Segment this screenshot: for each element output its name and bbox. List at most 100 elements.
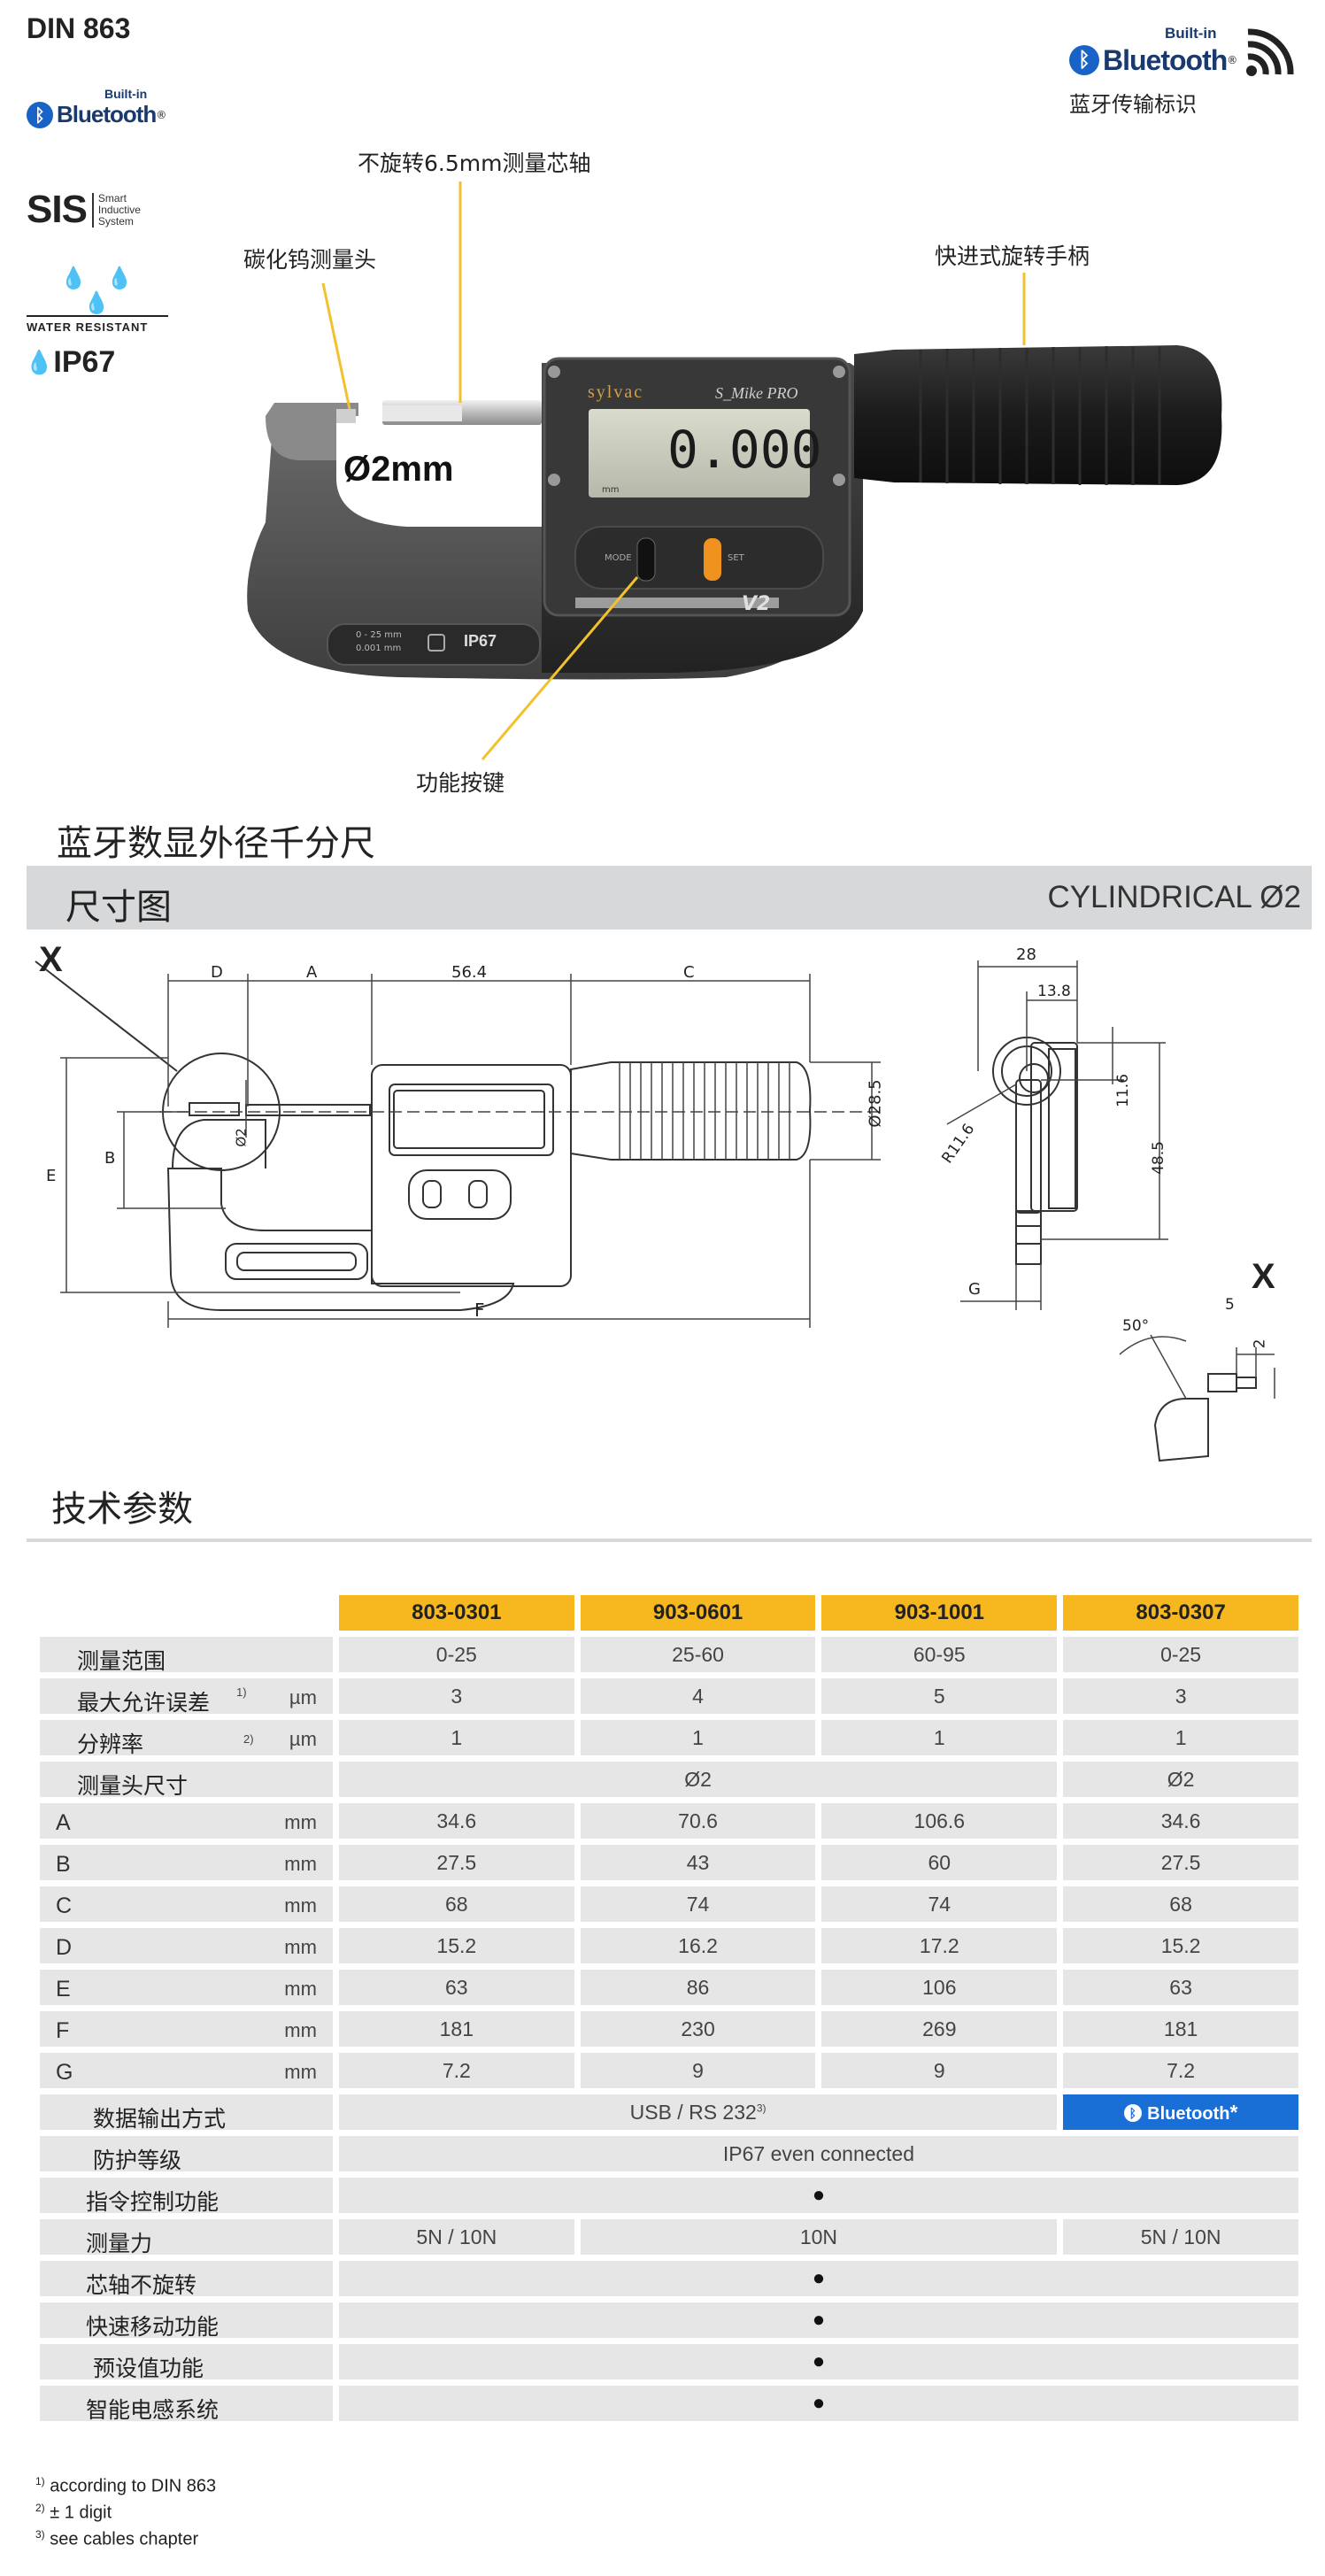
callout-handle: 快进式旋转手柄 bbox=[935, 243, 1090, 269]
sis-sub-3: System bbox=[97, 214, 134, 228]
bluetooth-right-word: Bluetooth bbox=[1103, 43, 1228, 76]
mode-button bbox=[636, 537, 656, 582]
row-unit: mm bbox=[284, 1811, 317, 1833]
table-cell: 9 bbox=[580, 2053, 816, 2088]
bluetooth-badge-right: Built-in ᛒ Bluetooth ® 蓝牙传输标识 bbox=[1069, 25, 1296, 118]
table-cell: 34.6 bbox=[1063, 1803, 1298, 1839]
footnote-num: 3) bbox=[35, 2528, 45, 2541]
table-cell: 10N bbox=[580, 2219, 1058, 2255]
dim-b: B bbox=[104, 1149, 116, 1168]
table-cell: 60-95 bbox=[821, 1637, 1058, 1672]
table-cell: 230 bbox=[580, 2011, 816, 2047]
table-cell: 34.6 bbox=[338, 1803, 574, 1839]
tech-divider bbox=[27, 1539, 1312, 1542]
row-label: F bbox=[56, 2018, 70, 2043]
table-row: 测量力 5N / 10N 10N 5N / 10N bbox=[40, 2219, 1298, 2256]
product-name: 蓝牙数显外径千分尺 bbox=[57, 823, 375, 864]
table-cell: 63 bbox=[338, 1970, 574, 2005]
table-cell: 70.6 bbox=[580, 1803, 816, 1839]
ip67-text: IP67 bbox=[53, 345, 116, 379]
lcd-unit: mm bbox=[602, 485, 620, 495]
row-label: C bbox=[56, 1893, 73, 1918]
handle bbox=[854, 345, 1222, 485]
sis-badge: SIS Smart Inductive System bbox=[27, 188, 141, 232]
footnote-ref: 1) bbox=[236, 1685, 247, 1699]
row-unit: µm bbox=[289, 1686, 317, 1708]
callout-tip: 碳化钨测量头 bbox=[243, 247, 377, 273]
spec-table: 803-0301 903-0601 903-1001 803-0307 测量范围… bbox=[34, 1589, 1305, 2427]
row-label: 快速移动功能 bbox=[86, 2314, 220, 2340]
dimension-header-bar: 尺寸图 CYLINDRICAL Ø2 bbox=[27, 866, 1312, 929]
shape-title: CYLINDRICAL Ø2 bbox=[1047, 880, 1301, 914]
tech-title: 技术参数 bbox=[51, 1489, 193, 1530]
footnote-3: 3) see cables chapter bbox=[35, 2528, 198, 2550]
table-cell: 1 bbox=[580, 1720, 816, 1755]
table-row: 测量头尺寸 Ø2 Ø2 bbox=[40, 1762, 1298, 1799]
row-unit: mm bbox=[284, 2019, 317, 2041]
row-label: 测量力 bbox=[86, 2231, 153, 2256]
table-cell: 7.2 bbox=[338, 2053, 574, 2088]
row-unit: mm bbox=[284, 1894, 317, 1917]
table-row: 数据输出方式 USB / RS 2323) ᛒ Bluetooth* bbox=[40, 2094, 1298, 2132]
footnote-text: according to DIN 863 bbox=[50, 2476, 217, 2496]
table-cell: Ø2 bbox=[338, 1762, 1058, 1797]
table-row: 最大允许误差 1) µm 3 4 5 3 bbox=[40, 1678, 1298, 1716]
table-cell: 1 bbox=[338, 1720, 574, 1755]
table-cell: 5N / 10N bbox=[1063, 2219, 1298, 2255]
sis-logo-text: SIS bbox=[27, 188, 88, 231]
set-label: SET bbox=[728, 553, 744, 563]
dim-a: A bbox=[306, 963, 318, 982]
mode-label: MODE bbox=[605, 553, 632, 563]
dim-d: D bbox=[211, 963, 223, 982]
row-label: 智能电感系统 bbox=[86, 2397, 220, 2423]
drop-icon: 💧 bbox=[25, 349, 54, 376]
feature-dot: ● bbox=[812, 2391, 826, 2415]
sis-sub-2: Inductive bbox=[97, 203, 141, 216]
table-cell: 269 bbox=[821, 2011, 1058, 2047]
row-label: 最大允许误差 bbox=[77, 1690, 211, 1716]
bluetooth-cell-text: Bluetooth bbox=[1147, 2103, 1230, 2124]
dim-c: C bbox=[683, 963, 695, 982]
detail-dia: 2 bbox=[1251, 1338, 1269, 1349]
dim-e: E bbox=[46, 1167, 57, 1185]
micrometer-photo bbox=[247, 181, 1222, 760]
feature-dot: ● bbox=[812, 2308, 826, 2332]
table-cell: 15.2 bbox=[338, 1928, 574, 1963]
body-ip67: IP67 bbox=[464, 632, 497, 650]
row-label: 分辨率 bbox=[77, 1731, 144, 1757]
footnote-2: 2) ± 1 digit bbox=[35, 2502, 112, 2524]
lcd-screen bbox=[589, 409, 810, 497]
table-cell: 63 bbox=[1063, 1970, 1298, 2005]
table-cell: 16.2 bbox=[580, 1928, 816, 1963]
bluetooth-right-icon: ᛒ bbox=[1069, 45, 1099, 75]
bluetooth-badge-left: Built-in ᛒ Bluetooth ® bbox=[27, 87, 166, 128]
drawing-x-mark: X bbox=[39, 940, 63, 979]
table-cell: 181 bbox=[338, 2011, 574, 2047]
table-row: 测量范围 0-25 25-60 60-95 0-25 bbox=[40, 1637, 1298, 1674]
ip67-badge: 💧 IP67 bbox=[25, 345, 115, 380]
row-label: 芯轴不旋转 bbox=[86, 2272, 197, 2298]
row-label: 预设值功能 bbox=[93, 2356, 204, 2381]
bluetooth-caption: 蓝牙传输标识 bbox=[1069, 92, 1197, 117]
row-unit: µm bbox=[289, 1728, 317, 1750]
table-cell: 3 bbox=[1063, 1678, 1298, 1714]
detail-x-mark: X bbox=[1252, 1257, 1275, 1296]
model-header: 803-0301 bbox=[338, 1595, 574, 1631]
table-cell: 9 bbox=[821, 2053, 1058, 2088]
bluetooth-cell-star: * bbox=[1229, 2100, 1238, 2124]
footnote-1: 1) according to DIN 863 bbox=[35, 2475, 216, 2497]
table-row: 快速移动功能 ● bbox=[40, 2302, 1298, 2340]
bluetooth-cell: ᛒ Bluetooth* bbox=[1063, 2094, 1298, 2130]
table-cell: 17.2 bbox=[821, 1928, 1058, 1963]
water-drops-icon: 💧💧💧 bbox=[60, 266, 152, 315]
row-label: 测量范围 bbox=[77, 1648, 166, 1674]
detail-angle: 50° bbox=[1122, 1317, 1150, 1335]
table-row: 指令控制功能 ● bbox=[40, 2178, 1298, 2215]
water-resistant-text: WATER RESISTANT bbox=[27, 315, 168, 334]
callout-spindle: 不旋转6.5mm测量芯轴 bbox=[358, 150, 591, 176]
table-cell: 15.2 bbox=[1063, 1928, 1298, 1963]
brand-logo: sylvac bbox=[588, 382, 644, 402]
lcd-reading: 0.000 bbox=[667, 420, 822, 480]
footnote-num: 1) bbox=[35, 2475, 45, 2487]
